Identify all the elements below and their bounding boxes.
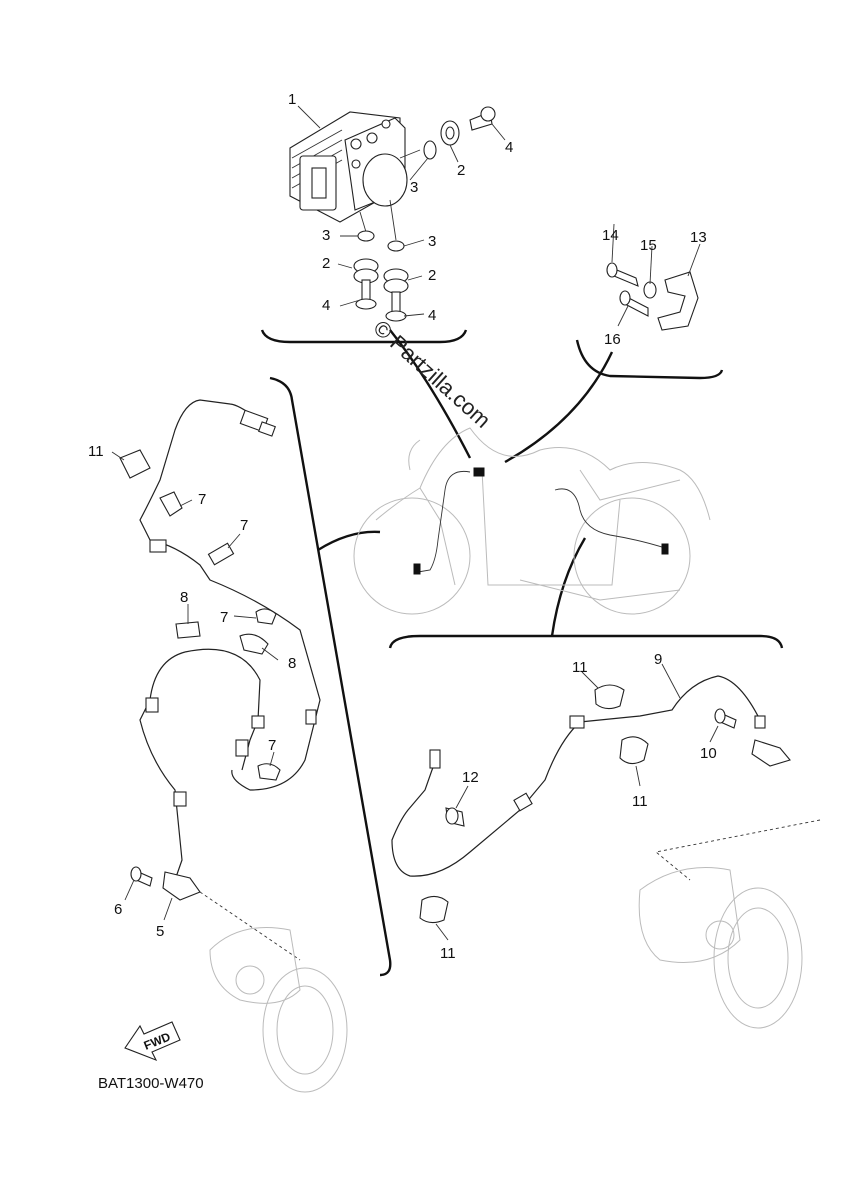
callout-numbers: 1 2 3 4 3 3 2 2 4 4 14 15 13 16 11 7 7 8…	[88, 91, 717, 962]
callout-5: 5	[156, 923, 164, 940]
rear-wheel-sensor	[638, 708, 821, 1029]
callout-7: 7	[268, 737, 276, 754]
callout-3: 3	[410, 179, 418, 196]
abs-mount-hardware	[353, 106, 496, 322]
front-wheel-sensor-lead	[139, 399, 321, 881]
callout-4: 4	[322, 297, 330, 314]
callout-4: 4	[428, 307, 436, 324]
rear-wheel-sensor-lead	[391, 675, 766, 877]
rear-harness-clips	[419, 684, 649, 924]
motorcycle-silhouette	[353, 427, 711, 615]
callout-13: 13	[690, 229, 707, 246]
callout-11: 11	[572, 659, 588, 676]
callout-10: 10	[700, 745, 717, 762]
abs-bracket-assembly	[606, 262, 699, 331]
callout-11: 11	[632, 793, 648, 810]
callout-9: 9	[654, 651, 662, 668]
callout-6: 6	[114, 901, 122, 918]
section-bracket-top	[260, 329, 784, 977]
callout-14: 14	[602, 227, 619, 244]
callout-8: 8	[288, 655, 296, 672]
callout-8: 8	[180, 589, 188, 606]
diagram-code: BAT1300-W470	[98, 1075, 204, 1092]
front-wheel-sensor	[130, 866, 348, 1093]
callout-11: 11	[440, 945, 456, 962]
callout-7: 7	[220, 609, 228, 626]
callout-7: 7	[198, 491, 206, 508]
callout-11: 11	[88, 443, 104, 460]
forward-arrow-icon: FWD	[124, 1021, 181, 1062]
callout-2: 2	[428, 267, 436, 284]
callout-3: 3	[322, 227, 330, 244]
callout-7: 7	[240, 517, 248, 534]
section-connector-lines	[317, 329, 614, 637]
watermark-text: © Partzilla.com	[369, 315, 496, 433]
callout-12: 12	[462, 769, 479, 786]
callout-16: 16	[604, 331, 621, 348]
callout-leader-lines	[111, 105, 719, 941]
callout-2: 2	[322, 255, 330, 272]
callout-15: 15	[640, 237, 657, 254]
callout-3: 3	[428, 233, 436, 250]
abs-hydraulic-unit[interactable]	[289, 111, 408, 223]
callout-2: 2	[457, 162, 465, 179]
callout-4: 4	[505, 139, 513, 156]
front-harness-clips	[119, 449, 281, 781]
callout-1: 1	[288, 91, 296, 108]
